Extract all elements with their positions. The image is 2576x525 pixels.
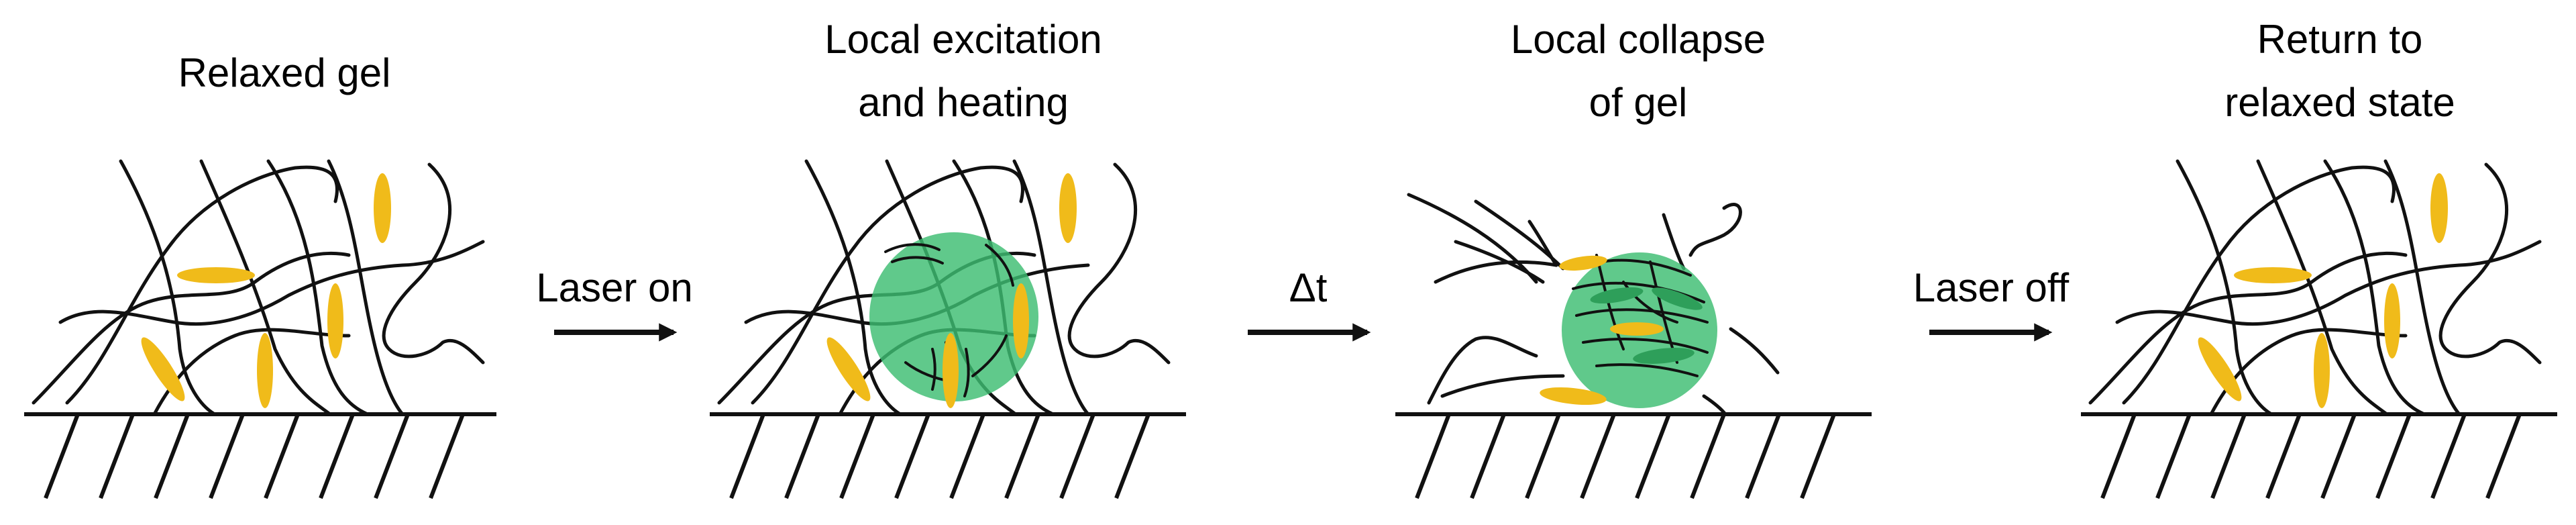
heated-region-icon	[869, 232, 1038, 401]
arrow-1-label: Laser on	[536, 265, 693, 310]
arrow-2-label: Δt	[1289, 265, 1328, 310]
panel-1-title: Relaxed gel	[50, 42, 519, 105]
panel-3-title-line-1: Local collapse	[1510, 17, 1766, 62]
gel-network-icon	[2088, 159, 2542, 416]
substrate-hatch-icon	[2081, 412, 2557, 499]
nanoparticle-molecule-icon	[1590, 287, 1703, 364]
nanoparticle-molecule-icon	[1540, 255, 1664, 405]
arrow-3-label: Laser off	[1913, 265, 2070, 310]
panel-4-relaxed-state	[2081, 159, 2557, 499]
panel-4-title: Return to relaxed state	[2105, 8, 2575, 134]
nanoparticle-molecule-icon	[2198, 173, 2448, 408]
panel-4-title-line-1: Return to	[2257, 17, 2423, 62]
nanoparticle-molecule-icon	[826, 173, 1077, 408]
gel-network-icon	[1407, 193, 1780, 416]
panel-2-local-excitation	[710, 159, 1186, 499]
panel-1-title-line-1: Relaxed gel	[178, 50, 391, 95]
substrate-hatch-icon	[1395, 412, 1872, 499]
substrate-hatch-icon	[24, 412, 496, 499]
panel-3-local-collapse	[1395, 193, 1872, 499]
panel-3-title: Local collapse of gel	[1403, 8, 1873, 134]
nanoparticle-molecule-icon	[141, 173, 391, 408]
substrate-hatch-icon	[710, 412, 1186, 499]
panel-2-title-line-1: Local excitation	[824, 17, 1102, 62]
panel-4-title-line-2: relaxed state	[2224, 80, 2455, 125]
panel-1-relaxed-gel	[24, 159, 496, 499]
panel-2-title: Local excitation and heating	[729, 8, 1198, 134]
panel-3-title-line-2: of gel	[1589, 80, 1688, 125]
panel-2-title-line-2: and heating	[858, 80, 1069, 125]
